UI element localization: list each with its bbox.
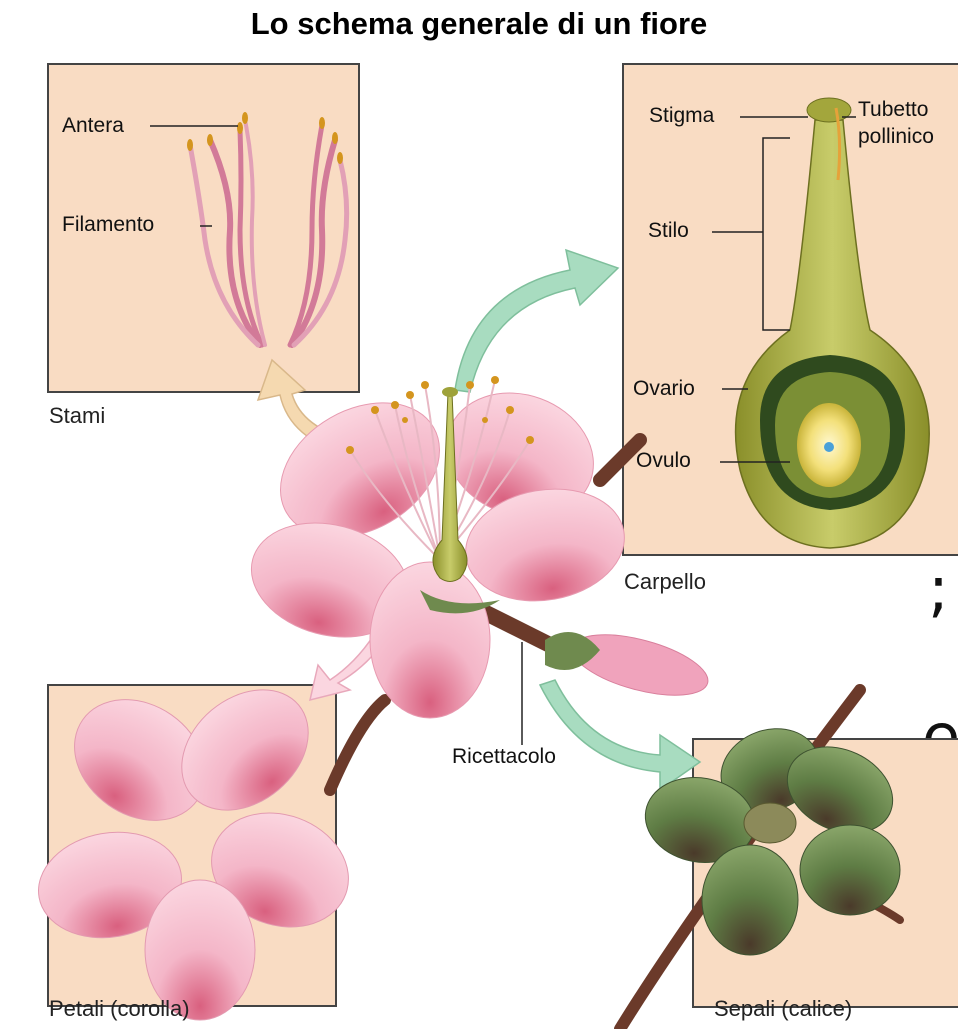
label-stigma: Stigma — [649, 104, 714, 128]
caption-carpel: Carpello — [624, 569, 706, 595]
carpel-art — [736, 98, 930, 548]
label-style: Stilo — [648, 219, 689, 243]
caption-sepals: Sepali (calice) — [714, 996, 852, 1022]
style-bracket — [763, 138, 790, 330]
flower-bud — [545, 623, 714, 708]
stamens-art — [190, 120, 347, 345]
caption-petals: Petali (corolla) — [49, 996, 190, 1022]
label-filament: Filamento — [62, 213, 154, 237]
arrow-to-sepals — [540, 680, 700, 790]
label-receptacle: Ricettacolo — [452, 745, 556, 769]
label-pollen-tube-2: pollinico — [858, 125, 934, 149]
label-ovary: Ovario — [633, 377, 695, 401]
label-pollen-tube-1: Tubetto — [858, 98, 928, 122]
arrow-to-carpel — [455, 250, 618, 392]
label-anther: Antera — [62, 114, 124, 138]
petals-art — [30, 665, 365, 1020]
caption-stamens: Stami — [49, 403, 105, 429]
label-ovule: Ovulo — [636, 449, 691, 473]
